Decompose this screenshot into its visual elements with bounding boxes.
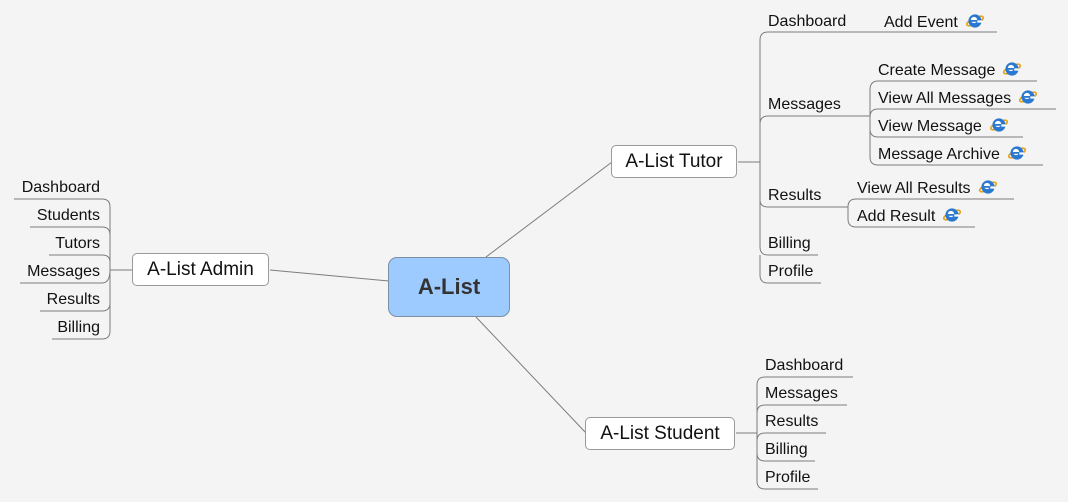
tutor-view-all-messages-label: View All Messages — [878, 90, 1012, 107]
tutor-message-archive-label: Message Archive — [878, 146, 1000, 163]
internet-explorer-icon[interactable] — [1002, 60, 1022, 78]
tutor-view-all-messages[interactable]: View All Messages — [878, 88, 1038, 109]
internet-explorer-icon[interactable] — [989, 116, 1009, 134]
admin-results[interactable]: Results — [46, 291, 100, 308]
admin-messages[interactable]: Messages — [27, 263, 100, 280]
tutor-view-all-results-label: View All Results — [857, 180, 971, 197]
tutor-results[interactable]: Results — [768, 187, 822, 204]
admin-students[interactable]: Students — [36, 207, 100, 224]
internet-explorer-icon[interactable] — [965, 12, 985, 30]
student-dashboard[interactable]: Dashboard — [765, 357, 844, 374]
tutor-message-archive[interactable]: Message Archive — [878, 144, 1027, 165]
student-results[interactable]: Results — [765, 413, 819, 430]
tutor-create-message-label: Create Message — [878, 62, 996, 79]
internet-explorer-icon[interactable] — [1007, 144, 1027, 162]
tutor-view-message[interactable]: View Message — [878, 116, 1009, 137]
central-topic-label: A-List — [417, 274, 481, 299]
student-messages[interactable]: Messages — [765, 385, 838, 402]
branch-admin-label: A-List Admin — [147, 258, 254, 280]
branch-admin[interactable]: A-List Admin — [132, 253, 269, 286]
tutor-add-result[interactable]: Add Result — [857, 206, 962, 227]
internet-explorer-icon[interactable] — [1018, 88, 1038, 106]
tutor-add-event-label: Add Event — [884, 14, 958, 31]
student-profile[interactable]: Profile — [765, 469, 811, 486]
tutor-view-message-label: View Message — [878, 118, 982, 135]
internet-explorer-icon[interactable] — [978, 178, 998, 196]
tutor-messages[interactable]: Messages — [768, 96, 841, 113]
internet-explorer-icon[interactable] — [942, 206, 962, 224]
tutor-billing[interactable]: Billing — [768, 235, 811, 252]
central-topic[interactable]: A-List — [388, 257, 510, 317]
branch-student[interactable]: A-List Student — [585, 417, 735, 450]
tutor-add-event[interactable]: Add Event — [884, 12, 985, 33]
tutor-dashboard[interactable]: Dashboard — [768, 13, 847, 30]
branch-tutor[interactable]: A-List Tutor — [611, 145, 737, 178]
tutor-view-all-results[interactable]: View All Results — [857, 178, 998, 199]
admin-tutors[interactable]: Tutors — [55, 235, 100, 252]
admin-billing[interactable]: Billing — [57, 319, 100, 336]
branch-tutor-label: A-List Tutor — [625, 150, 723, 172]
tutor-add-result-label: Add Result — [857, 208, 936, 225]
branch-student-label: A-List Student — [600, 422, 720, 444]
tutor-create-message[interactable]: Create Message — [878, 60, 1022, 81]
admin-dashboard[interactable]: Dashboard — [21, 179, 100, 196]
tutor-profile[interactable]: Profile — [768, 263, 814, 280]
student-billing[interactable]: Billing — [765, 441, 808, 458]
